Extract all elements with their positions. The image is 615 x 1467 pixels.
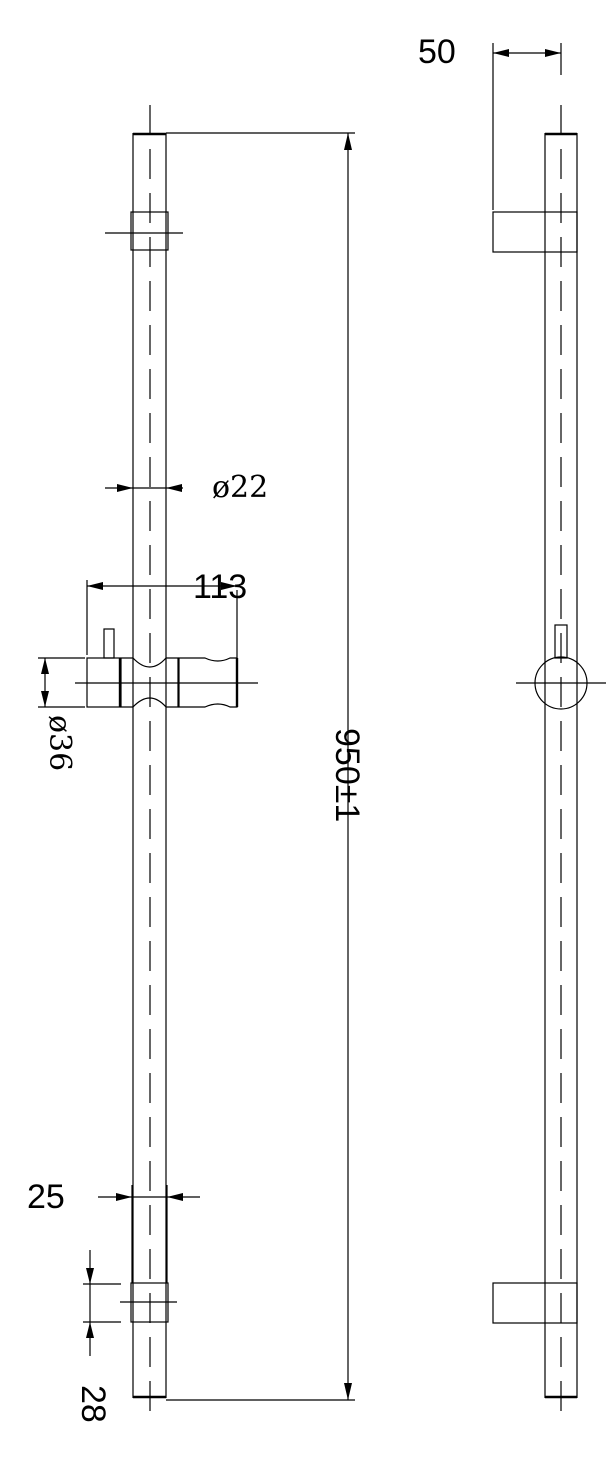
dimension-holder-width: 113 — [86, 568, 247, 658]
dimension-bracket-height: 28 — [74, 1250, 121, 1423]
side-top-bracket — [492, 211, 578, 253]
bracket-height-label: 28 — [74, 1385, 112, 1423]
rod-diameter-label: ø22 — [212, 470, 268, 505]
side-slider-holder — [516, 624, 606, 710]
dimension-bracket-width: 25 — [27, 1178, 200, 1283]
dimension-holder-diameter: ø36 — [38, 657, 85, 771]
side-view: 50 — [418, 33, 606, 1425]
dimension-total-length: 950±1 — [166, 132, 366, 1401]
dimension-rod-diameter: ø22 — [105, 470, 268, 505]
side-rail-rod — [544, 105, 578, 1425]
side-bottom-bracket — [492, 1282, 578, 1324]
bracket-depth-label: 50 — [418, 33, 456, 71]
dimension-bracket-depth: 50 — [418, 33, 562, 210]
front-view: ø22 113 ø36 950±1 — [27, 105, 366, 1425]
total-length-label: 950±1 — [328, 728, 366, 822]
holder-diameter-label: ø36 — [42, 715, 77, 771]
bottom-bracket — [120, 1282, 177, 1323]
top-bracket — [105, 211, 183, 251]
slider-holder — [75, 628, 258, 708]
bracket-width-label: 25 — [27, 1178, 65, 1216]
rail-rod — [132, 105, 167, 1425]
holder-width-label: 113 — [193, 568, 247, 606]
